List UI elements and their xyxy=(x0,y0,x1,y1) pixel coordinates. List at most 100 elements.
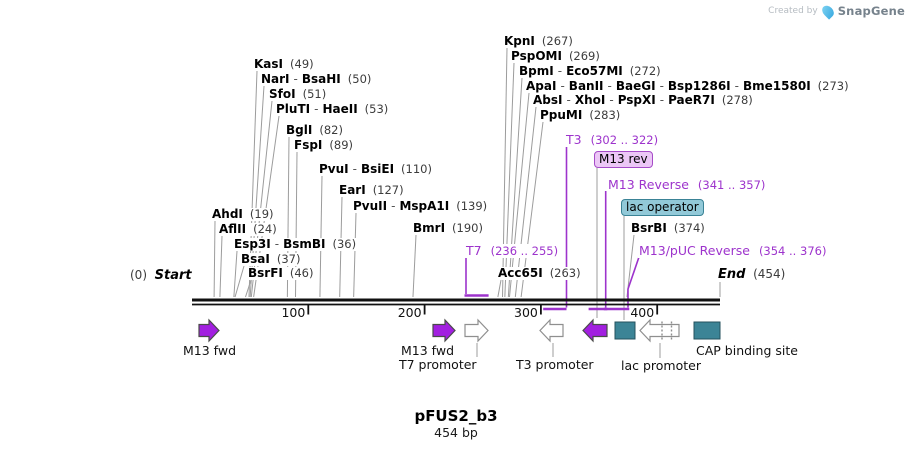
enzyme-label-KasI[interactable]: KasI(49) xyxy=(253,58,315,71)
credit-line: Created by SnapGene xyxy=(768,2,905,20)
enzyme-name: Bme1580I xyxy=(743,79,811,93)
enzyme-site-position: (89) xyxy=(329,138,354,152)
leader-AflII xyxy=(219,235,223,298)
enzyme-label-AhdI[interactable]: AhdI (19) xyxy=(211,208,275,221)
enzyme-name: Esp3I xyxy=(234,237,271,251)
enzyme-separator: - xyxy=(314,102,319,116)
cap-binding-site[interactable] xyxy=(693,321,721,340)
enzyme-separator: - xyxy=(734,79,739,93)
enzyme-label-EarI[interactable]: EarI (127) xyxy=(338,184,405,197)
enzyme-label-PluTI-HaeII[interactable]: PluTI-HaeII(53) xyxy=(275,102,390,116)
enzyme-label-PvuII-MspA1I[interactable]: PvuII-MspA1I(139) xyxy=(352,199,489,213)
enzyme-separator: - xyxy=(391,199,396,213)
enzyme-site-position: (49) xyxy=(290,57,314,71)
enzyme-label-AflII[interactable]: AflII(24) xyxy=(218,223,278,236)
enzyme-label-PpuMI[interactable]: PpuMI (283) xyxy=(539,108,622,122)
enzyme-site-position: (46) xyxy=(289,266,314,280)
t3-promoter[interactable] xyxy=(539,318,564,343)
enzyme-name: KpnI xyxy=(504,34,535,48)
lac-operator-block[interactable] xyxy=(614,321,636,340)
enzyme-name: PpuMI xyxy=(540,108,583,122)
enzyme-name: MspA1I xyxy=(399,199,450,213)
enzyme-label-BglI[interactable]: BglI(82) xyxy=(285,124,344,137)
enzyme-site-position: (82) xyxy=(319,123,343,137)
leader-Acc65I xyxy=(497,279,502,298)
leader-BmrI xyxy=(412,234,417,298)
enzyme-separator: - xyxy=(293,72,298,86)
enzyme-name: BsaI xyxy=(241,252,270,266)
enzyme-name: BanII xyxy=(568,79,604,93)
leader-BsrFI xyxy=(245,279,252,298)
enzyme-site-position: (267) xyxy=(541,34,573,48)
enzyme-separator: - xyxy=(566,93,571,107)
enzyme-label-BsrBI[interactable]: BsrBI(374) xyxy=(630,222,706,235)
enzyme-label-BsaI[interactable]: BsaI (37) xyxy=(240,252,302,266)
enzyme-label-PspOMI[interactable]: PspOMI(269) xyxy=(510,50,601,63)
primer-range: (302 .. 322) xyxy=(590,133,659,147)
enzyme-name: PspOMI xyxy=(511,49,562,63)
tick-label-300: 300 xyxy=(514,305,538,320)
plasmid-name: pFUS2_b3 xyxy=(414,407,498,425)
m13-rev-arrow[interactable] xyxy=(582,318,608,343)
lac-promoter[interactable] xyxy=(639,318,680,343)
enzyme-name: BsmBI xyxy=(283,237,326,251)
sequence-start-label: (0) Start xyxy=(130,268,192,283)
t7-primer-label[interactable]: T7(236 .. 255) xyxy=(465,244,560,258)
enzyme-name: Bsp1286I xyxy=(667,79,731,93)
enzyme-site-position: (37) xyxy=(276,252,301,266)
enzyme-name: AhdI xyxy=(212,207,243,221)
feature-label-t3-promoter[interactable]: T3 promoter xyxy=(516,357,594,372)
enzyme-label-FspI[interactable]: FspI(89) xyxy=(293,138,355,152)
leader-AhdI xyxy=(213,220,216,298)
feature-label-m13-fwd-2[interactable]: M13 fwd xyxy=(401,343,455,358)
enzyme-label-SfoI[interactable]: SfoI(51) xyxy=(268,88,328,101)
enzyme-name: BsrFI xyxy=(248,266,283,280)
start-text: Start xyxy=(154,268,192,283)
tick-label-200: 200 xyxy=(397,305,422,320)
enzyme-label-BpmI-Eco57MI[interactable]: BpmI-Eco57MI(272) xyxy=(518,65,662,78)
enzyme-label-Acc65I[interactable]: Acc65I(263) xyxy=(497,267,582,280)
enzyme-name: EarI xyxy=(339,183,366,197)
m13-puc-reverse-label[interactable]: M13/pUC Reverse(354 .. 376) xyxy=(638,244,828,258)
created-by-text: Created by xyxy=(768,6,818,16)
enzyme-separator: - xyxy=(352,162,357,176)
enzyme-name: Eco57MI xyxy=(566,64,623,78)
enzyme-name: XhoI xyxy=(574,93,606,107)
enzyme-site-position: (374) xyxy=(673,221,705,235)
feature-label-t7-promoter[interactable]: T7 promoter xyxy=(399,357,477,372)
leader-ApaI xyxy=(509,92,530,298)
t3-primer-label[interactable]: T3(302 .. 322) xyxy=(565,133,660,147)
enzyme-label-AbsI-XhoI-PspXI-PaeR7I[interactable]: AbsI-XhoI-PspXI-PaeR7I(278) xyxy=(532,94,754,107)
primer-range: (354 .. 376) xyxy=(758,244,827,258)
enzyme-label-Esp3I-BsmBI[interactable]: Esp3I-BsmBI(36) xyxy=(233,237,358,251)
enzyme-separator: - xyxy=(557,64,563,78)
snapgene-logo-icon xyxy=(819,2,836,20)
m13-fwd-1[interactable] xyxy=(198,318,220,343)
enzyme-name: ApaI xyxy=(526,79,557,93)
enzyme-label-PvuI-BsiEI[interactable]: PvuI-BsiEI(110) xyxy=(318,163,433,176)
lac-operator-box[interactable]: lac operator xyxy=(621,199,704,216)
feature-label-lac-promoter[interactable]: lac promoter xyxy=(621,358,701,373)
enzyme-name: BaeGI xyxy=(615,79,656,93)
enzyme-label-NarI-BsaHI[interactable]: NarI-BsaHI(50) xyxy=(260,72,373,86)
enzyme-label-KpnI[interactable]: KpnI (267) xyxy=(503,35,574,48)
feature-label-m13-fwd-1[interactable]: M13 fwd xyxy=(183,343,237,358)
enzyme-site-position: (283) xyxy=(589,108,621,122)
enzyme-site-position: (272) xyxy=(629,64,661,78)
enzyme-name: PvuI xyxy=(319,162,349,176)
snapgene-brand-text: SnapGene xyxy=(837,4,905,18)
m13-reverse-label[interactable]: M13 Reverse(341 .. 357) xyxy=(607,178,767,192)
enzyme-site-position: (127) xyxy=(372,183,404,197)
enzyme-label-BsrFI[interactable]: BsrFI (46) xyxy=(247,266,315,280)
enzyme-label-ApaI-BanII-BaeGI-Bsp1286I-Bme1580I[interactable]: ApaI-BanII-BaeGI-Bsp1286I-Bme1580I(273) xyxy=(525,80,850,93)
t7-promoter[interactable] xyxy=(464,318,489,343)
enzyme-site-position: (53) xyxy=(364,102,389,116)
enzyme-site-position: (19) xyxy=(249,207,274,221)
enzyme-site-position: (278) xyxy=(721,93,753,107)
m13-fwd-2[interactable] xyxy=(432,318,456,343)
m13-rev-box[interactable]: M13 rev xyxy=(594,151,653,168)
enzyme-label-BmrI[interactable]: BmrI(190) xyxy=(412,222,484,235)
feature-label-cap-binding-site[interactable]: CAP binding site xyxy=(696,343,798,358)
leader-PvuI xyxy=(319,175,323,298)
